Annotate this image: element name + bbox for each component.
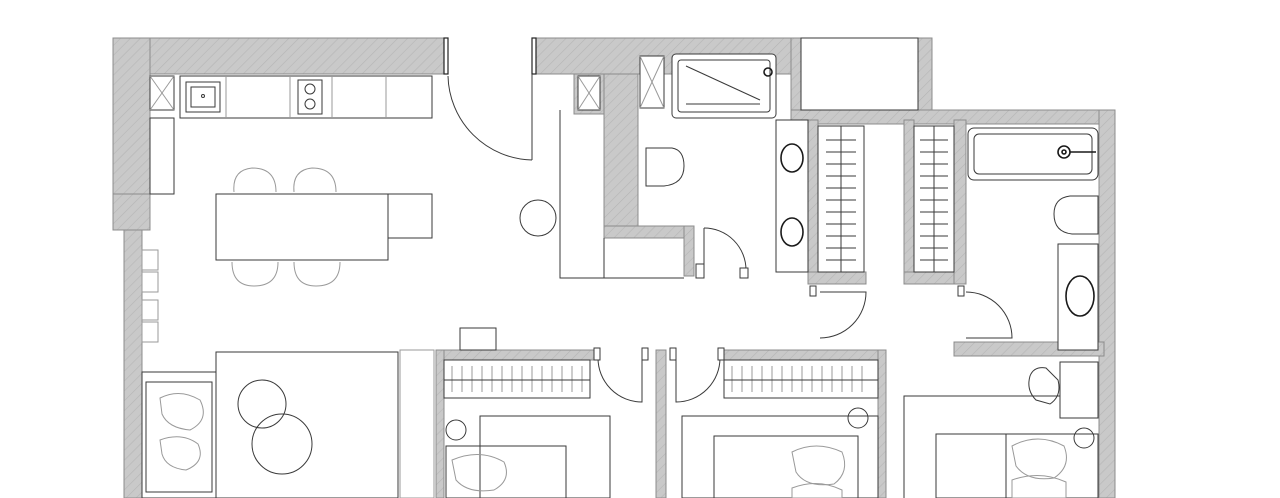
wall-bath-divider-b [903, 119, 915, 275]
cooktop-icon [297, 79, 323, 115]
faucet-icon [763, 67, 773, 77]
sink-icon [185, 81, 221, 113]
wc-door [703, 227, 747, 271]
bed2-door [675, 357, 721, 403]
wall-bed1-top [435, 349, 599, 361]
dining [141, 167, 557, 351]
hall-wardrobes [817, 125, 1013, 339]
bed1-door [597, 357, 643, 403]
ventilation-shaft [800, 37, 919, 111]
wall-bed1-left [435, 349, 445, 498]
window-mid [531, 37, 537, 75]
dining-chair [231, 167, 341, 287]
wall-left-step [112, 193, 151, 231]
pillow-icon [451, 454, 507, 492]
dining-island [215, 193, 389, 261]
door-jambs [593, 263, 965, 361]
bedroom-3 [903, 361, 1099, 498]
bed [681, 415, 879, 498]
round-table [519, 199, 557, 237]
cushion-icon [159, 393, 204, 431]
wall-shelf [141, 249, 159, 271]
wardrobe-bed2 [723, 359, 879, 399]
pillow-icon [791, 445, 846, 486]
wall-top-left [112, 37, 448, 75]
basin-icon [1065, 275, 1095, 317]
nightstand-lamp [847, 407, 869, 429]
wall-bed2-top [723, 349, 887, 361]
wall-right [1098, 109, 1116, 498]
pillow-icon [1011, 438, 1067, 480]
bedroom-2 [675, 357, 879, 498]
sofa [141, 371, 217, 498]
wall-shaft-right [917, 37, 933, 111]
nightstand-lamp [445, 419, 467, 441]
wall-top-right [790, 109, 1116, 125]
coffee-table [237, 379, 287, 429]
window-left [443, 37, 449, 75]
rug [215, 351, 399, 498]
hall-door [819, 291, 867, 339]
wall-bed2-right [877, 349, 887, 498]
wall-wc-bottom [603, 225, 695, 239]
wall-bath-bottom-a [807, 271, 867, 285]
toilet-icon [1053, 195, 1099, 235]
toilet-icon [645, 147, 685, 187]
living [141, 349, 435, 498]
kitchen [149, 75, 433, 195]
wardrobe-bed1 [443, 359, 591, 399]
basin-icon [780, 143, 804, 173]
vanity-main [1057, 243, 1099, 351]
desk [1059, 361, 1099, 419]
hall-closet [559, 75, 684, 279]
bed [935, 433, 1099, 498]
chair-icon [1028, 367, 1060, 405]
kitchen-tall-unit [149, 117, 175, 195]
wall-bed-divider [655, 349, 667, 498]
bathtub [671, 53, 777, 119]
tv-console [399, 349, 435, 498]
wall-wc-column [603, 73, 639, 227]
wall-left [123, 229, 143, 498]
nightstand-lamp [1073, 427, 1095, 449]
vanity-double [775, 119, 809, 273]
guest-wc [639, 53, 809, 273]
wall-shaft-left [790, 37, 802, 111]
main-bathroom [967, 127, 1099, 351]
kitchen-counter [179, 75, 433, 119]
wall-bath-divider-c [953, 119, 967, 285]
bathtub-main [967, 127, 1099, 181]
console-cabinet [459, 327, 497, 351]
openings [443, 37, 919, 111]
entry-door [447, 74, 533, 161]
wall-left-upper [112, 37, 151, 195]
wall-wc-stub [683, 225, 695, 277]
bedroom-1 [443, 357, 643, 498]
wall-bath-divider-a [807, 119, 819, 275]
island-extension [387, 193, 433, 239]
